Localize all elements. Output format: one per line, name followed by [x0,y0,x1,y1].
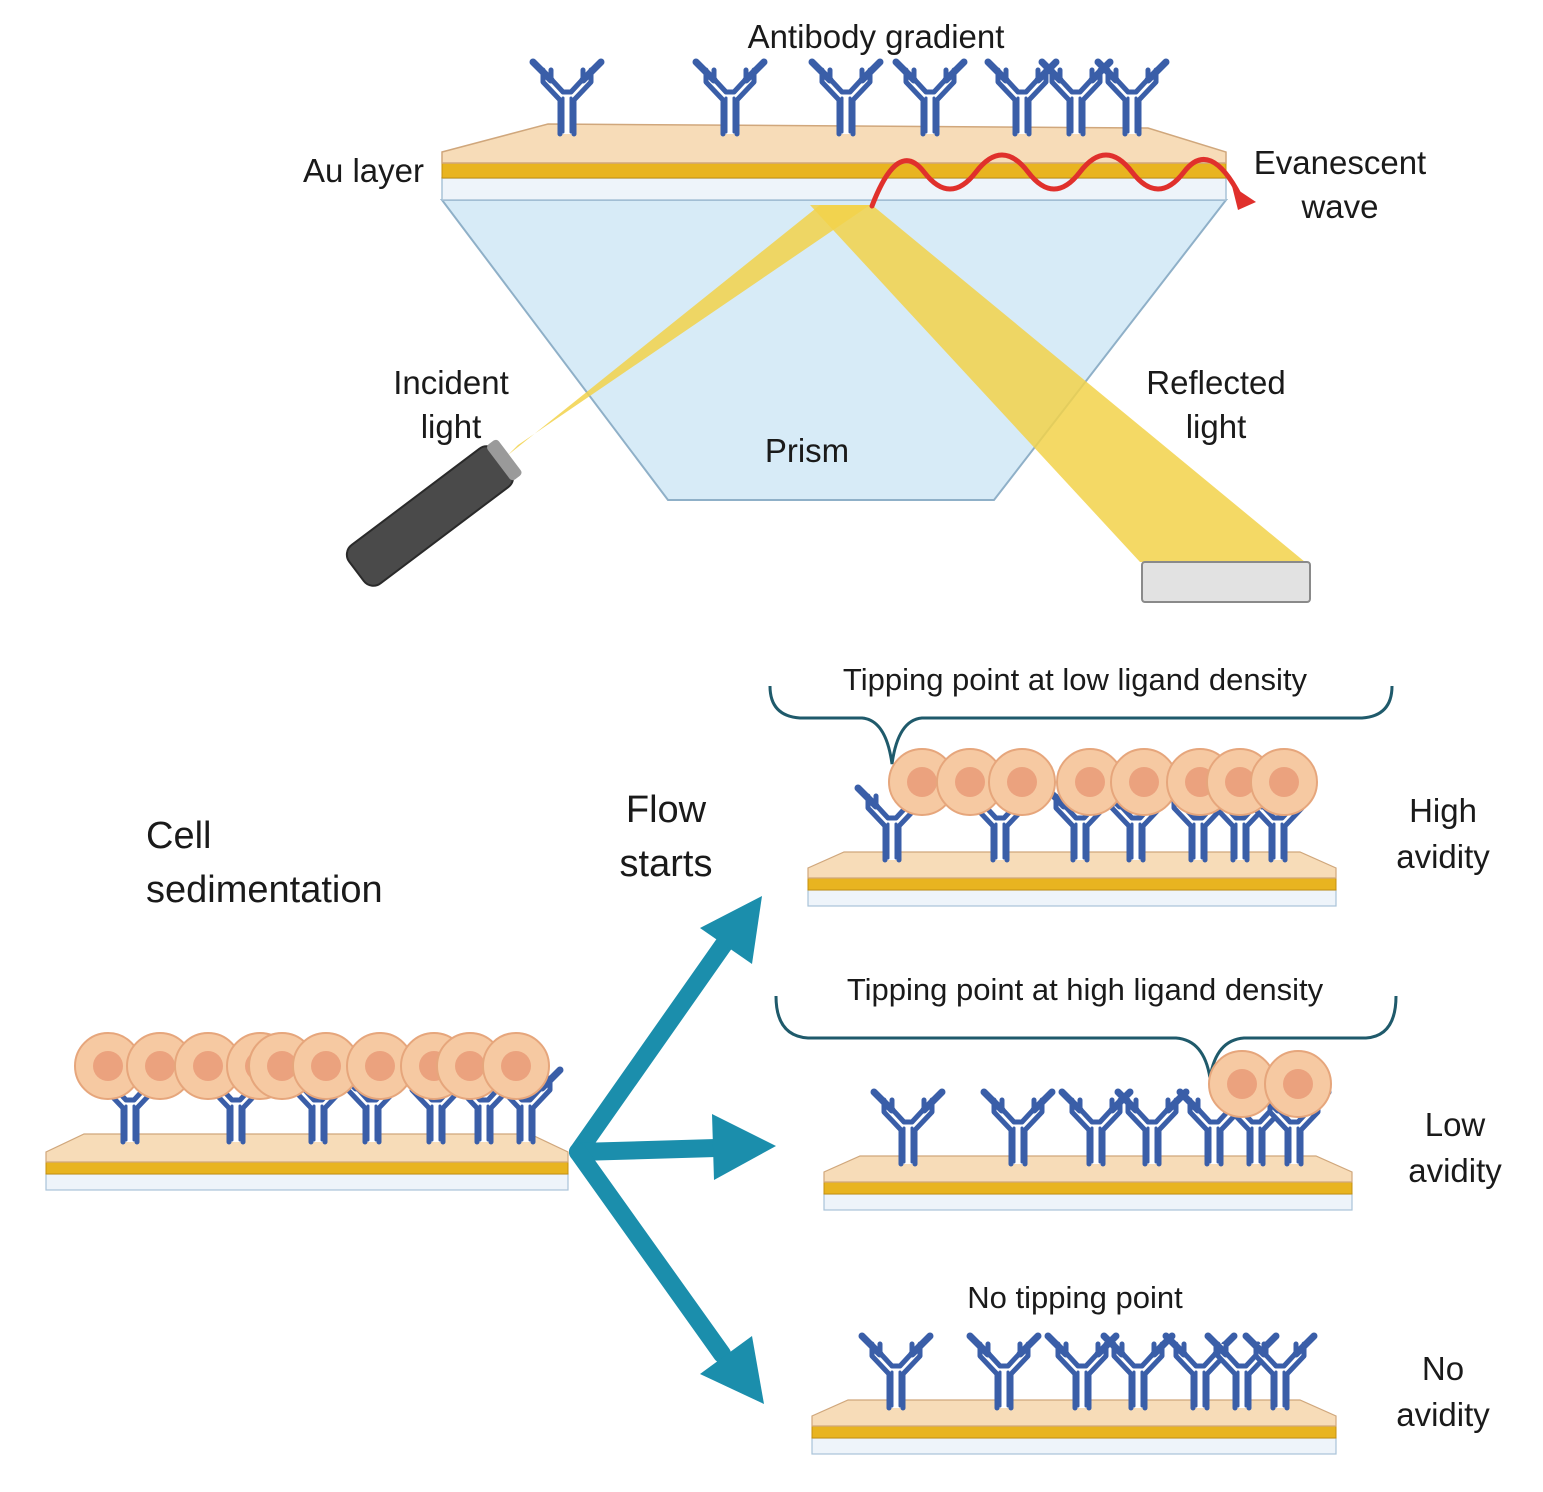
outcome-low-avidity: Tipping point at high ligand density Low… [774,972,1502,1211]
high-avidity-label-1: High [1409,792,1477,829]
antibody-icon [696,62,764,134]
gold-layer [441,162,1227,179]
arrow-down-icon [700,1336,764,1404]
antibody-icon [988,62,1056,134]
arrow-up-icon [700,896,762,964]
sedimentation-panel: Cell sedimentation [45,815,569,1191]
antibody-icon [896,62,964,134]
incident-label-2: light [421,408,482,445]
outcome-no-avidity: No tipping point No avidity [811,1280,1490,1455]
evanescent-label-2: wave [1300,188,1378,225]
light-source-icon [345,439,522,587]
flow-starts-label-1: Flow [626,789,707,831]
no-tipping-label: No tipping point [967,1280,1183,1315]
antibody-icon [533,62,601,134]
low-avidity-label-1: Low [1425,1106,1486,1143]
antibody-icon [1042,62,1110,134]
arrow-right-icon [712,1114,776,1180]
cell-sedimentation-label-2: sedimentation [146,869,383,911]
cells-sediment [74,1032,550,1100]
incident-label-1: Incident [393,364,509,401]
evanescent-wave [869,152,1243,209]
flow-starts-label-2: starts [620,843,713,885]
outcome-high-avidity: Tipping point at low ligand density High… [768,662,1490,907]
tipping-low-label: Tipping point at low ligand density [843,662,1308,697]
cell-sedimentation-label-1: Cell [146,815,211,857]
brace-high [768,685,1394,765]
evanescent-label-1: Evanescent [1254,144,1426,181]
no-avidity-label-2: avidity [1396,1396,1490,1433]
reflected-label-2: light [1186,408,1247,445]
cells-high [888,748,1318,816]
au-layer-label: Au layer [303,152,424,189]
antibody-icon [812,62,880,134]
reflected-label-1: Reflected [1146,364,1285,401]
no-avidity-label-1: No [1422,1350,1464,1387]
antibody-icon [1098,62,1166,134]
tipping-high-label: Tipping point at high ligand density [847,972,1324,1007]
evanescent-arrowhead [1232,186,1256,210]
low-avidity-label-2: avidity [1408,1152,1502,1189]
high-avidity-label-2: avidity [1396,838,1490,875]
antibody-gradient-label: Antibody gradient [748,18,1005,55]
antibody-row-none [862,1336,1314,1408]
flow-arrows: Flow starts [569,789,776,1404]
glass-layer [441,177,1227,201]
detector [1141,561,1311,603]
spr-setup: Antibody gradient Au layer Evanescent wa… [303,18,1426,603]
antibody-row-top [533,62,1166,134]
prism-label: Prism [765,432,849,469]
reflected-beam [810,205,1305,562]
